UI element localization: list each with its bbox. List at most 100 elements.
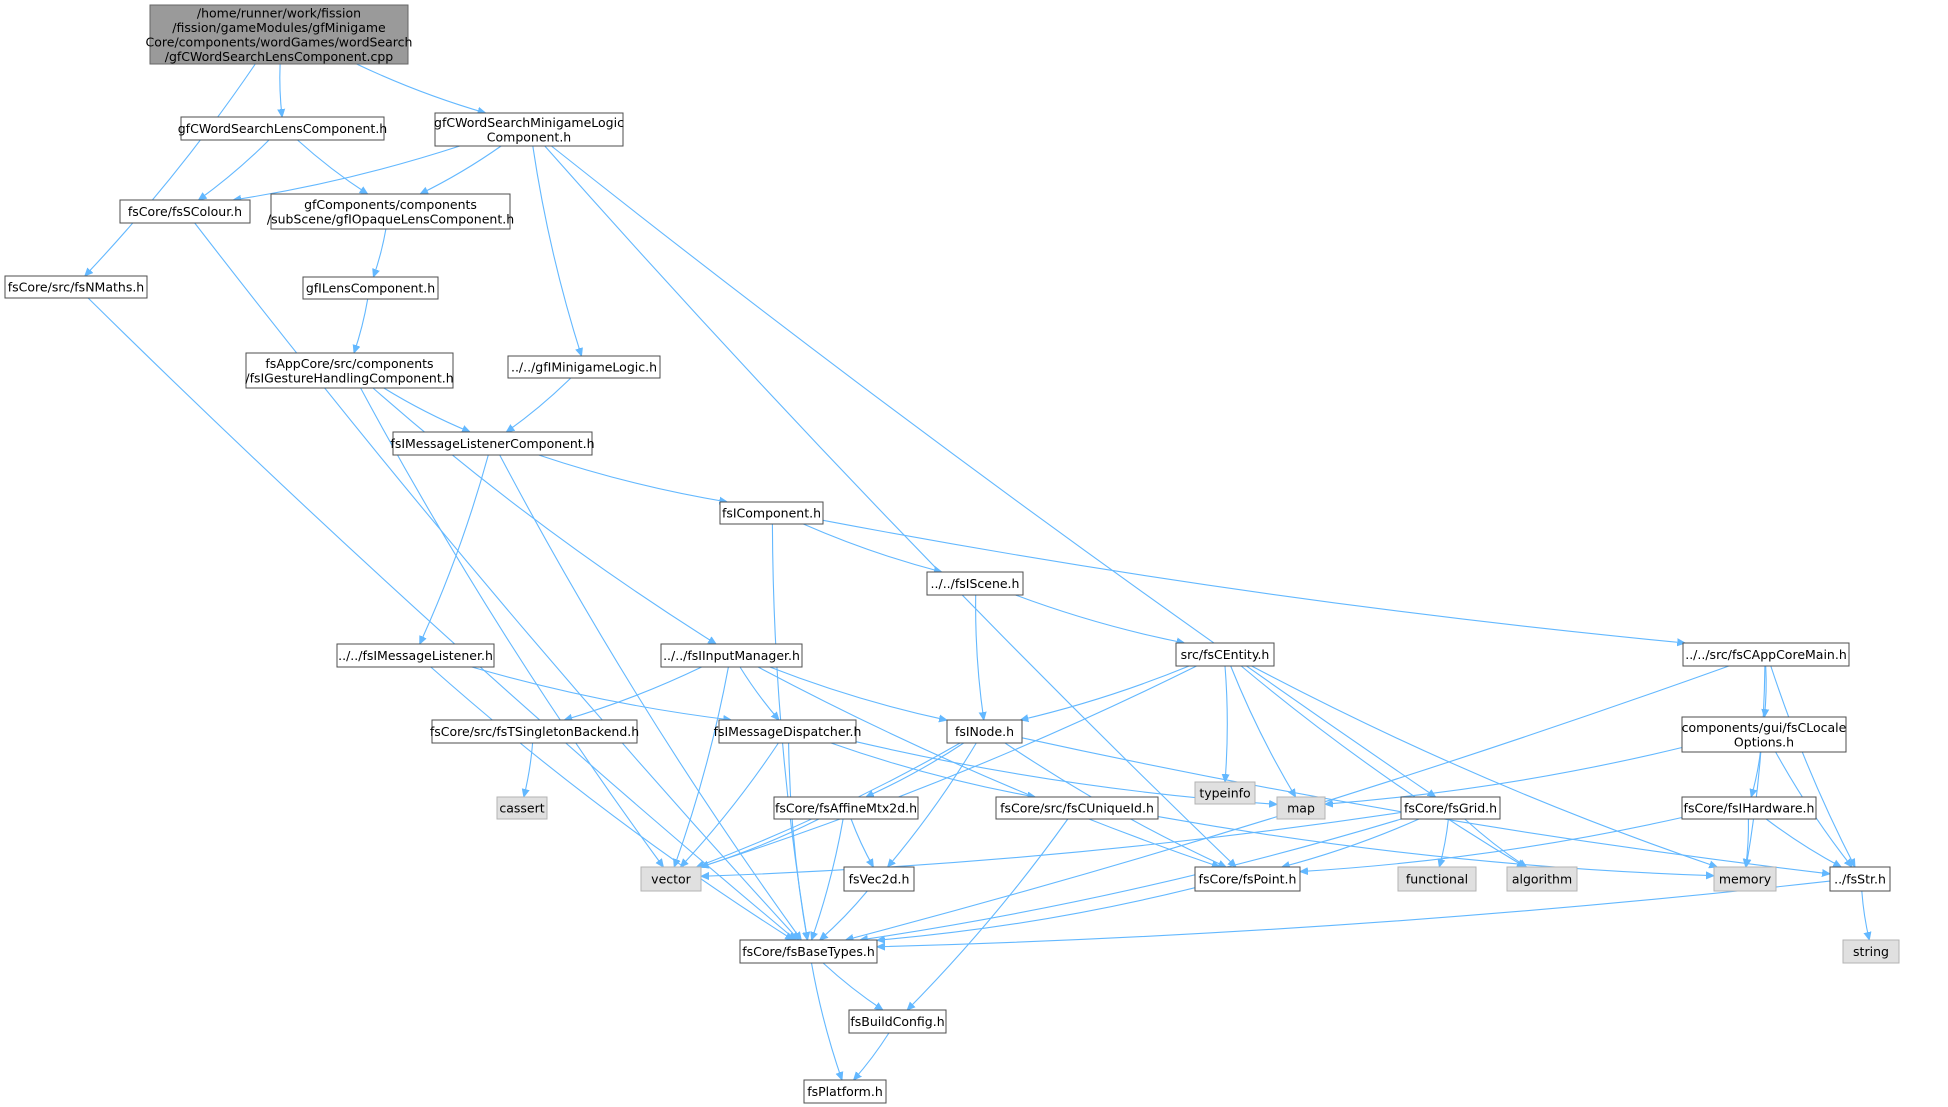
file-node-msgl[interactable]: ../../fsIMessageListener.h [336, 643, 495, 668]
node-box [149, 4, 409, 65]
node-box [719, 501, 824, 525]
edge-fsstr-to-basetypes [877, 880, 1831, 947]
node-box [995, 796, 1159, 820]
edge-line [854, 1032, 890, 1080]
node-box [1175, 642, 1275, 667]
nodes-layer: /home/runner/work/fission/fission/gameMo… [4, 4, 1900, 1104]
file-node-iscene[interactable]: ../../fsIScene.h [926, 571, 1024, 596]
edge-centity-to-algorithm [1240, 665, 1525, 867]
file-node-icomp[interactable]: fsIComponent.h [719, 501, 824, 525]
node-box [1681, 796, 1817, 820]
file-node-uniqueid[interactable]: fsCore/src/fsCUniqueId.h [995, 796, 1159, 820]
system-header-node-vector[interactable]: vector [640, 866, 702, 892]
file-node-inode[interactable]: fsINode.h [946, 719, 1023, 744]
edge-line [877, 887, 1196, 941]
file-node-msgd[interactable]: fsIMessageDispatcher.h [714, 719, 862, 744]
edge-line [280, 63, 282, 117]
file-node-lensh[interactable]: gfCWordSearchLensComponent.h [178, 116, 387, 141]
file-node-appcore[interactable]: ../../src/fsCAppCoreMain.h [1682, 642, 1850, 667]
node-label-line: string [1853, 944, 1889, 959]
edge-line [499, 454, 802, 940]
edge-line [471, 666, 731, 720]
node-label-line: ../../fsIScene.h [931, 576, 1020, 591]
file-node-root[interactable]: /home/runner/work/fission/fission/gameMo… [146, 4, 413, 65]
edge-input-to-msgd [739, 666, 779, 720]
file-node-input[interactable]: ../../fsIInputManager.h [660, 643, 803, 668]
edge-line [372, 387, 716, 644]
edge-hardware-to-memory [1746, 818, 1749, 867]
node-label-line: cassert [499, 801, 544, 816]
file-node-tsingle[interactable]: fsCore/src/fsTSingletonBackend.h [430, 719, 639, 744]
node-label-line: fsIComponent.h [722, 506, 821, 521]
node-box [392, 431, 593, 456]
node-label-line: Component.h [487, 129, 571, 144]
system-header-node-map[interactable]: map [1276, 796, 1326, 820]
file-node-gfimg[interactable]: ../../gfIMinigameLogic.h [507, 355, 661, 379]
file-node-msglc[interactable]: fsIMessageListenerComponent.h [390, 431, 595, 456]
edge-line [373, 228, 387, 277]
edge-grid-to-point [1282, 818, 1420, 867]
file-node-hardware[interactable]: fsCore/fsIHardware.h [1681, 796, 1817, 820]
node-label-line: ../../gfIMinigameLogic.h [511, 360, 657, 375]
file-node-nmaths[interactable]: fsCore/src/fsNMaths.h [4, 275, 148, 299]
file-node-gflens[interactable]: gfILensComponent.h [302, 276, 439, 300]
edge-icomp-to-iscene [803, 523, 942, 572]
node-label-line: functional [1406, 872, 1468, 887]
edge-affine-to-vec2d [850, 818, 873, 867]
edge-line [674, 666, 729, 867]
file-node-centity[interactable]: src/fsCEntity.h [1175, 642, 1275, 667]
edge-centity-to-vector [701, 665, 1197, 867]
file-node-scolour[interactable]: fsCore/fsSColour.h [119, 199, 251, 224]
system-header-node-string[interactable]: string [1842, 939, 1900, 964]
edge-fsstr-to-string [1861, 890, 1870, 940]
edge-nmaths-to-basetypes [87, 297, 796, 940]
system-header-node-algorithm[interactable]: algorithm [1506, 866, 1578, 892]
edge-line [803, 523, 942, 572]
edge-opaque-to-gflens [373, 228, 387, 277]
node-label-line: /fsIGestureHandlingComponent.h [245, 370, 453, 385]
edge-hardware-to-point [1300, 816, 1683, 872]
edge-tsingle-to-cassert [524, 742, 534, 797]
file-node-basetypes[interactable]: fsCore/fsBaseTypes.h [739, 939, 878, 964]
node-label-line: gfILensComponent.h [306, 281, 435, 296]
edge-line [1225, 665, 1227, 782]
node-label-line: typeinfo [1199, 786, 1250, 801]
edge-centity-to-map [1230, 665, 1296, 797]
file-node-vec2d[interactable]: fsVec2d.h [843, 866, 915, 892]
edge-grid-to-vector [701, 811, 1402, 877]
file-node-platform[interactable]: fsPlatform.h [803, 1079, 887, 1104]
file-node-affine[interactable]: fsCore/fsAffineMtx2d.h [773, 796, 919, 820]
edge-grid-to-functional [1439, 818, 1449, 867]
file-node-grid[interactable]: fsCore/fsGrid.h [1400, 796, 1501, 820]
edge-line [524, 742, 534, 797]
edge-point-to-basetypes [877, 887, 1196, 941]
edge-line [850, 818, 873, 867]
file-node-opaque[interactable]: gfComponents/components/subScene/gfIOpaq… [267, 193, 514, 230]
system-header-node-functional[interactable]: functional [1397, 866, 1477, 892]
node-label-line: Options.h [1734, 734, 1794, 749]
edge-basetypes-to-buildcfg [822, 962, 883, 1010]
node-label-line: fsBuildConfig.h [850, 1014, 944, 1029]
edge-line [739, 666, 779, 720]
system-header-node-memory[interactable]: memory [1713, 866, 1777, 892]
node-label-line: fsCore/src/fsCUniqueId.h [1000, 801, 1154, 816]
file-node-gesture[interactable]: fsAppCore/src/components/fsIGestureHandl… [245, 352, 454, 389]
edge-uniqueid-to-memory [1157, 816, 1714, 876]
file-node-fsstr[interactable]: ../fsStr.h [1829, 866, 1891, 892]
system-header-node-cassert[interactable]: cassert [496, 796, 548, 820]
node-box [773, 796, 919, 820]
edge-input-to-point [757, 666, 1220, 867]
node-box [1194, 781, 1256, 805]
file-node-buildcfg[interactable]: fsBuildConfig.h [848, 1009, 947, 1034]
node-label-line: fsCore/src/fsTSingletonBackend.h [430, 724, 639, 739]
system-header-node-typeinfo[interactable]: typeinfo [1194, 781, 1256, 805]
node-label-line: ../fsStr.h [1834, 872, 1886, 887]
node-label-line: fsINode.h [955, 724, 1014, 739]
edge-line [1751, 751, 1761, 797]
edge-line [354, 298, 369, 353]
edge-line [85, 63, 256, 276]
file-node-point[interactable]: fsCore/fsPoint.h [1194, 866, 1301, 892]
node-box [1713, 866, 1777, 892]
